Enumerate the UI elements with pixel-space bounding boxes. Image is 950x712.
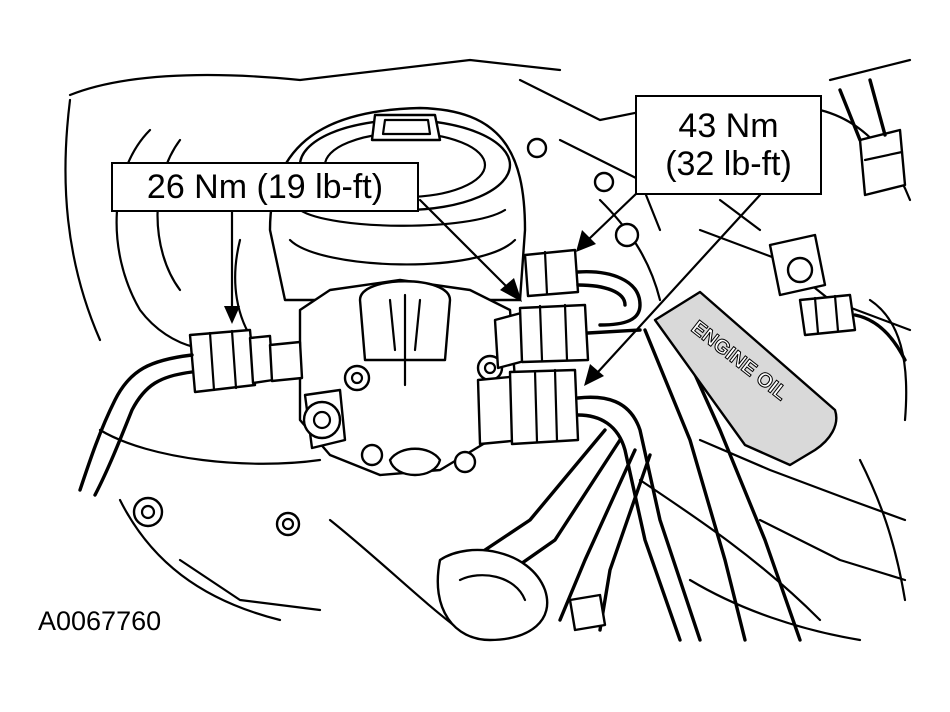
figure-id-label: A0067760 — [38, 606, 162, 636]
torque-callout-right-line1: 43 Nm — [678, 107, 779, 145]
hose-bundle — [436, 428, 652, 642]
arrow-head-right-lower — [584, 364, 604, 386]
arrow-head-center — [500, 278, 522, 302]
right-fittings — [476, 248, 702, 642]
torque-callout-right: 43 Nm (32 lb-ft) — [635, 95, 822, 195]
left-fitting-line — [78, 328, 304, 497]
filter-base-block — [298, 278, 517, 477]
sensor-connectors — [768, 78, 907, 362]
torque-callout-right-line2: (32 lb-ft) — [665, 145, 792, 183]
mounting-bolts — [132, 137, 640, 537]
dipstick-assembly: ENGINE OIL — [643, 290, 838, 642]
torque-callout-left-text: 26 Nm (19 lb-ft) — [146, 168, 384, 206]
arrow-head-left — [224, 306, 240, 324]
arrow-head-right-upper — [576, 230, 596, 252]
callout-leaders — [224, 188, 762, 386]
torque-callout-left: 26 Nm (19 lb-ft) — [111, 162, 419, 212]
